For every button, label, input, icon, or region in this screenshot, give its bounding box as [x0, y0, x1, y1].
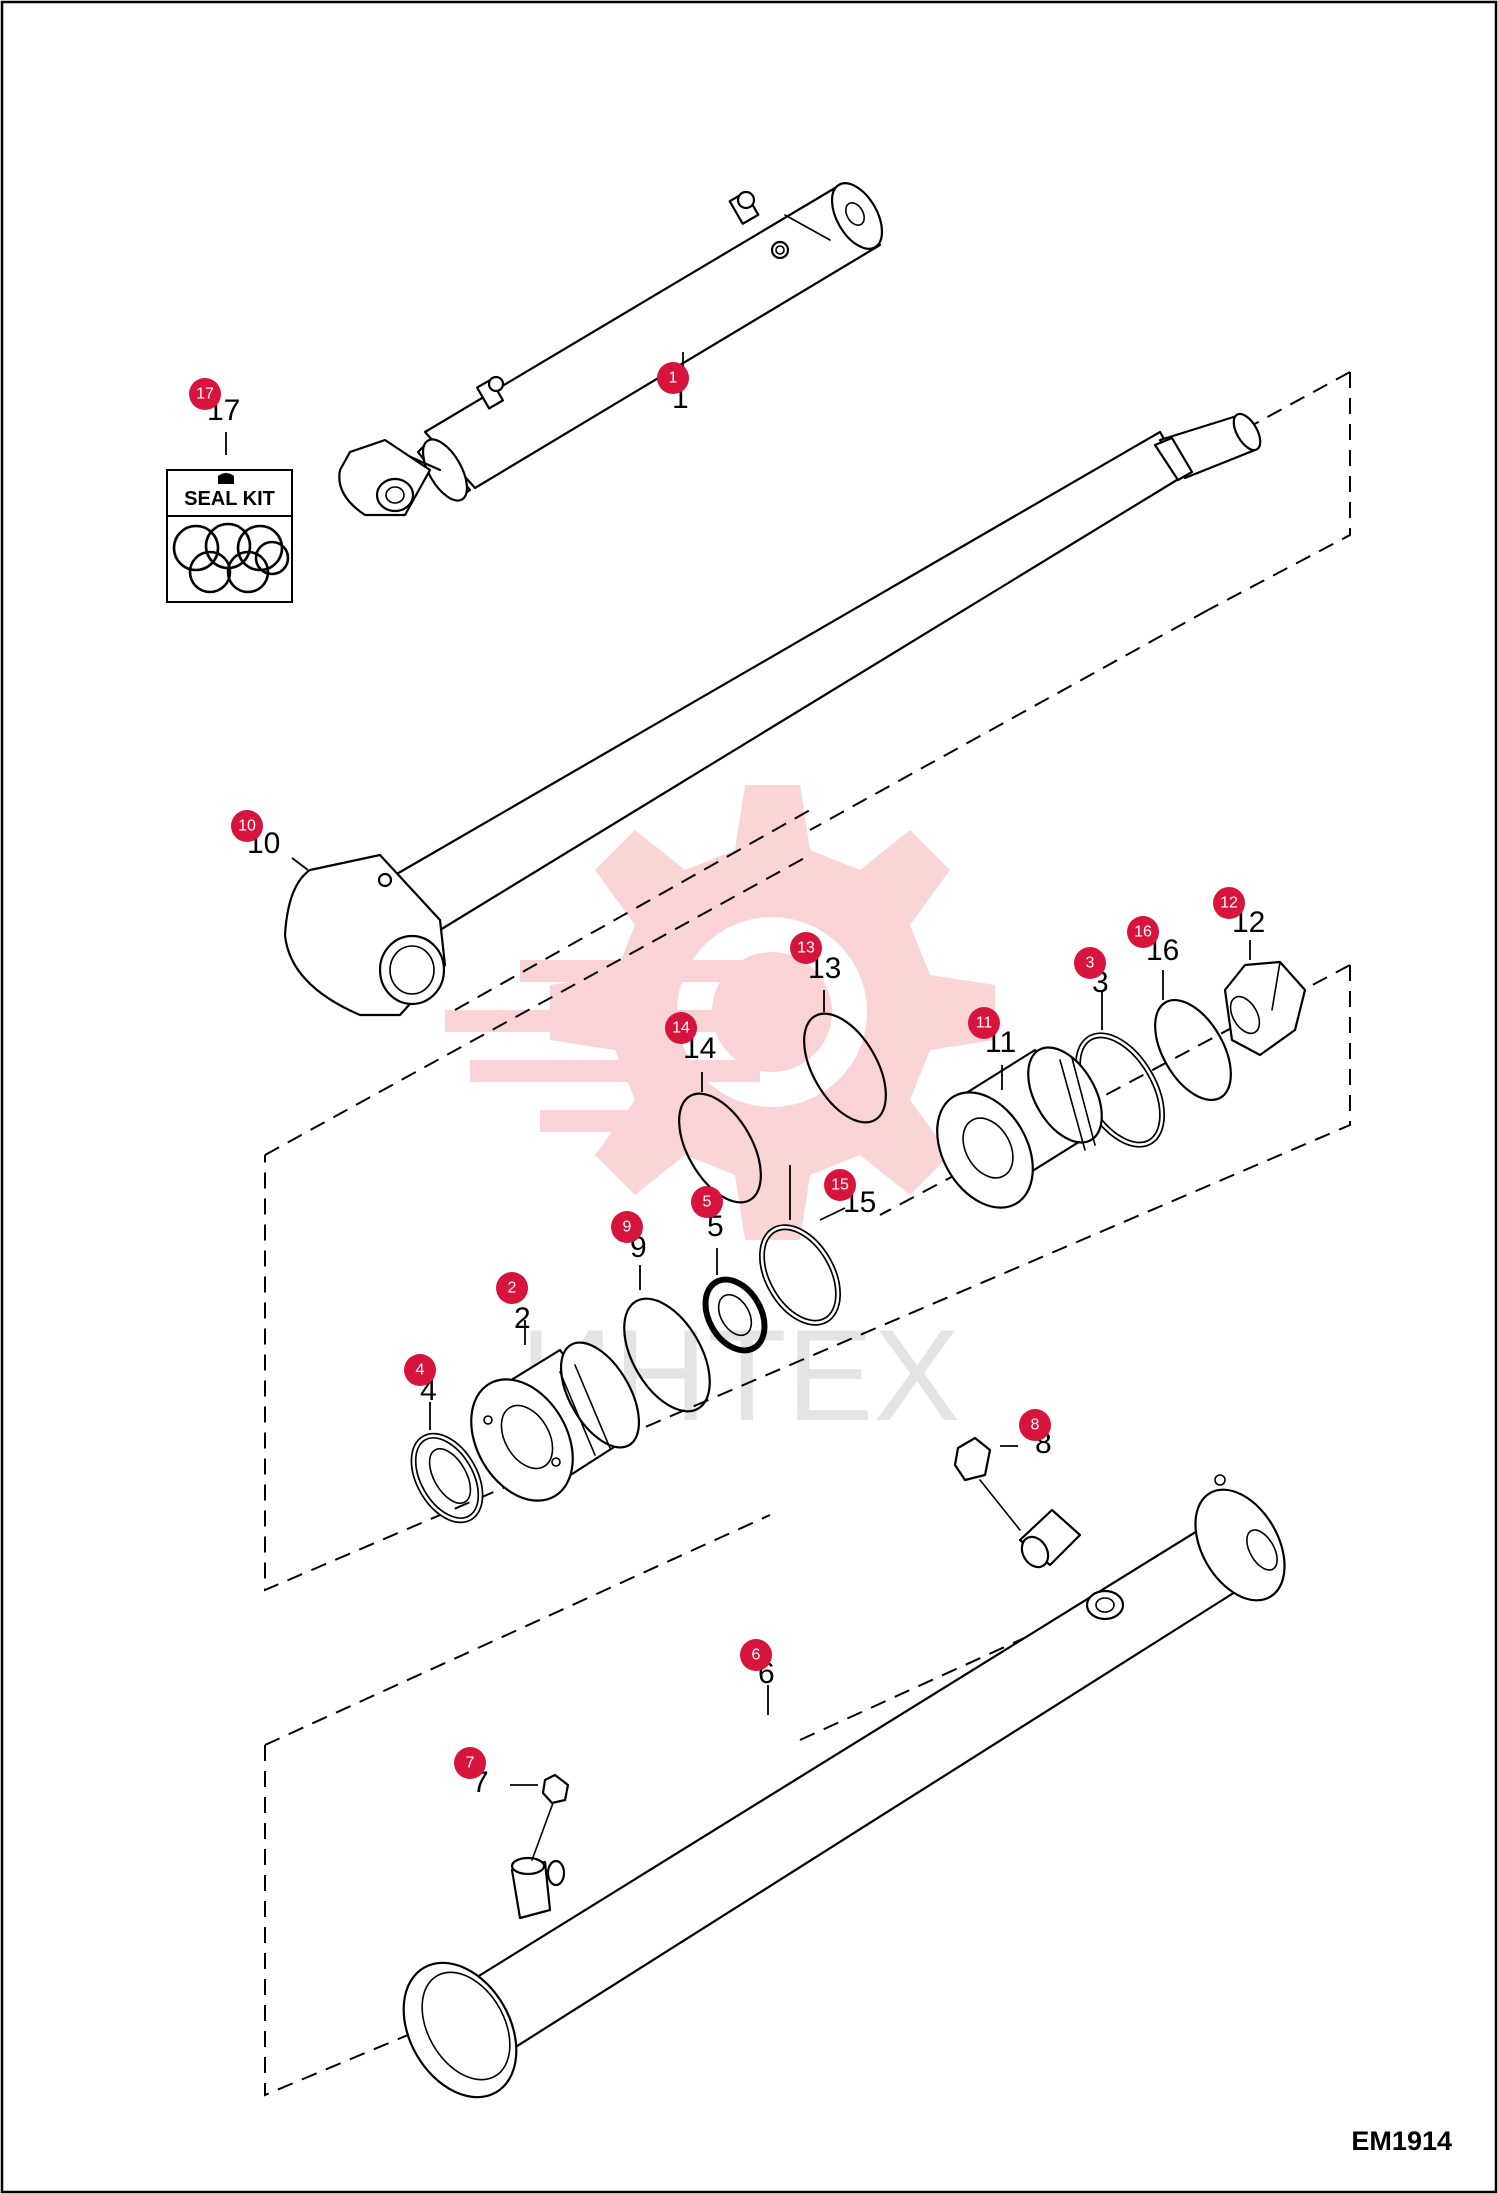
badge-part-10[interactable]: 10	[231, 810, 263, 842]
badge-part-15[interactable]: 15	[824, 1169, 856, 1201]
fitting-lower	[510, 1773, 570, 1920]
badge-part-16[interactable]: 16	[1127, 916, 1159, 948]
svg-text:15: 15	[831, 1177, 849, 1194]
svg-text:16: 16	[1134, 924, 1152, 941]
badge-part-3[interactable]: 3	[1074, 947, 1106, 979]
badge-part-7[interactable]: 7	[454, 1747, 486, 1779]
badge-part-11[interactable]: 11	[968, 1007, 1000, 1039]
svg-text:6: 6	[752, 1647, 761, 1664]
badge-part-9[interactable]: 9	[611, 1211, 643, 1243]
svg-text:14: 14	[672, 1020, 690, 1037]
assembled-cylinder	[338, 182, 884, 517]
svg-text:17: 17	[196, 386, 214, 403]
seal-kit-label: SEAL KIT	[184, 488, 275, 510]
badge-part-13[interactable]: 13	[790, 932, 822, 964]
seal-kit: SEAL KIT	[166, 432, 293, 603]
nut	[1223, 940, 1307, 1057]
svg-text:8: 8	[1031, 1417, 1040, 1434]
badge-part-6[interactable]: 6	[740, 1639, 772, 1671]
label-part-2: 2	[514, 1302, 531, 1335]
badge-part-5[interactable]: 5	[691, 1186, 723, 1218]
svg-text:5: 5	[703, 1194, 712, 1211]
label-part-5: 5	[707, 1210, 724, 1243]
svg-text:4: 4	[416, 1362, 425, 1379]
svg-text:9: 9	[623, 1219, 632, 1236]
svg-text:3: 3	[1086, 955, 1095, 972]
diagram-code: EM1914	[1351, 2126, 1452, 2156]
seal-rings	[410, 970, 1232, 1524]
gear-watermark-icon	[445, 785, 995, 1240]
part-badges: 1 2 3 4 5 6 7 8 9 10 11 12 13 14 15 16 1…	[189, 362, 1245, 1779]
barrel	[402, 1474, 1286, 2099]
part-number-labels: 1 2 3 4 5 6 7 8 9 10 11 12 13 14 15 16 1…	[207, 382, 1265, 1799]
svg-text:13: 13	[797, 940, 815, 957]
svg-text:11: 11	[976, 1015, 993, 1032]
badge-part-17[interactable]: 17	[189, 378, 221, 410]
svg-text:2: 2	[508, 1280, 517, 1297]
badge-part-1[interactable]: 1	[657, 362, 689, 394]
badge-part-4[interactable]: 4	[404, 1354, 436, 1386]
badge-part-14[interactable]: 14	[665, 1012, 697, 1044]
badge-part-8[interactable]: 8	[1019, 1409, 1051, 1441]
svg-text:10: 10	[238, 818, 256, 835]
svg-text:1: 1	[669, 370, 678, 387]
svg-text:12: 12	[1220, 895, 1238, 912]
svg-text:7: 7	[466, 1755, 475, 1772]
fitting-upper	[953, 1436, 1082, 1569]
piston	[936, 1046, 1103, 1209]
piston-rod	[283, 412, 1262, 1017]
badge-part-2[interactable]: 2	[496, 1272, 528, 1304]
badge-part-12[interactable]: 12	[1213, 887, 1245, 919]
gland	[470, 1320, 641, 1502]
